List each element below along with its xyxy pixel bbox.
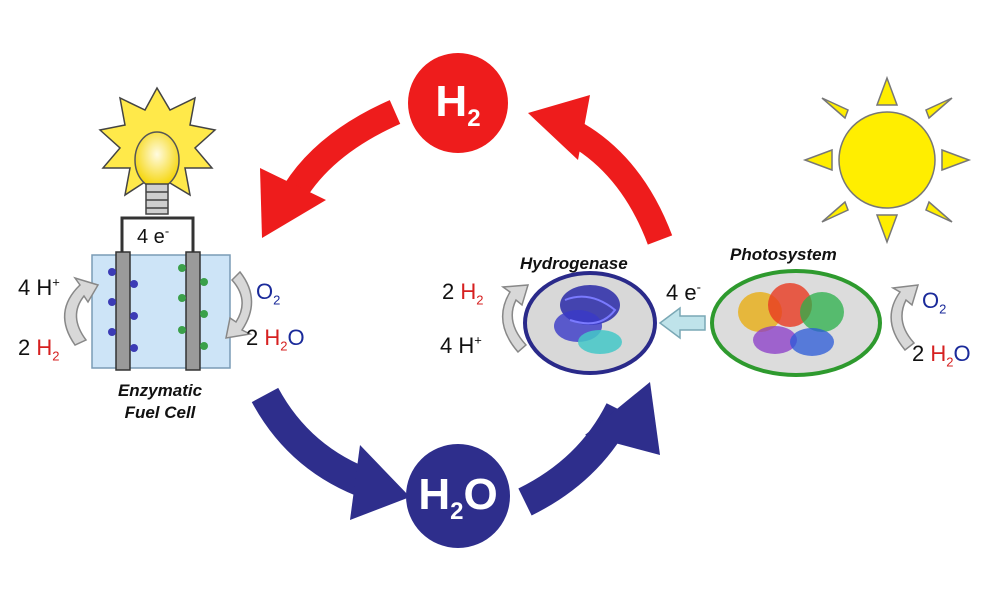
fuel-cell-left-bottom-label: 2 H2: [18, 335, 60, 364]
hydrogenase-left-top-label: 2 H2: [442, 279, 484, 308]
h2-circle-label: H2: [435, 77, 481, 132]
hydrogenase-protein-icon: [554, 285, 622, 354]
red-arrow-from-photosystem: [528, 95, 673, 245]
fuel-cell-right-top-label: O2: [256, 279, 281, 308]
photosystem-curved-arrow: [890, 284, 920, 352]
h2o-circle-label: H2O: [418, 470, 498, 525]
fuel-cell-right-bottom-label: 2 H2O: [246, 325, 305, 354]
photosystem-title: Photosystem: [730, 245, 837, 264]
red-arrow-to-fuel-cell: [260, 100, 401, 238]
h2o-circle: [406, 444, 510, 548]
fuel-cell-right-curved-arrow: [225, 270, 253, 339]
sun-icon: [802, 75, 972, 245]
photosystem-right-top-label: O2: [922, 288, 947, 317]
hydrogenase-title: Hydrogenase: [520, 254, 628, 273]
hydrogenase-left-bottom-label: 4 H+: [440, 332, 482, 358]
blue-arrow-to-photosystem: [518, 382, 660, 516]
hydrogenase-electrons-label: 4 e-: [666, 279, 701, 305]
light-bulb-icon: [98, 86, 217, 215]
fuel-cell-icon: [91, 216, 231, 371]
photosystem-right-bottom-label: 2 H2O: [912, 341, 971, 370]
fuel-cell-caption: Enzymatic Fuel Cell: [117, 381, 203, 422]
fuel-cell-left-top-label: 4 H+: [18, 274, 60, 300]
blue-arrow-from-fuel-cell: [251, 387, 410, 520]
electron-transfer-arrow: [658, 306, 706, 340]
hydrogenase-curved-arrow: [500, 284, 530, 354]
photosystem-protein-icon: [738, 283, 844, 356]
fuel-cell-electrons-label: 4 e-: [137, 223, 170, 248]
h2-circle: [408, 53, 508, 153]
fuel-cell-left-curved-arrow: [63, 276, 100, 346]
